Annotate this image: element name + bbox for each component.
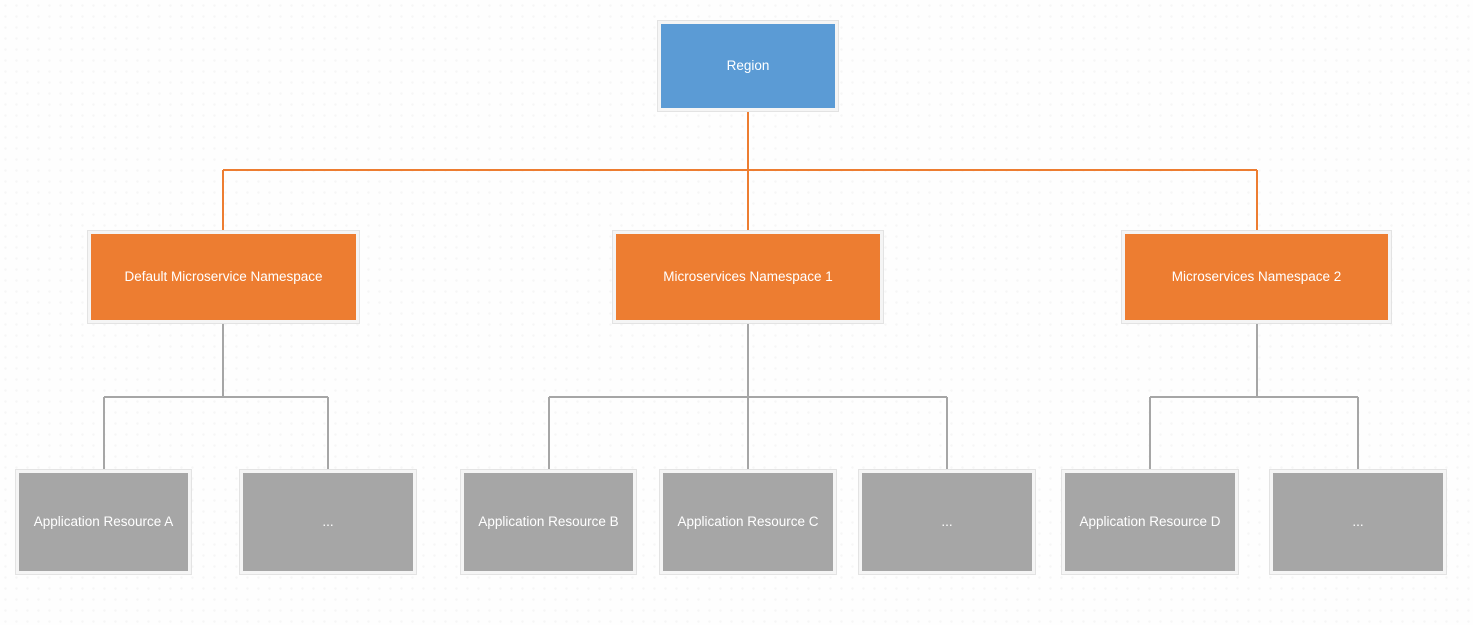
node-namespace-2: Microservices Namespace 2	[1122, 231, 1391, 323]
connector-region-to-namespaces	[222, 111, 1258, 231]
node-resource-c: Application Resource C	[660, 470, 836, 574]
node-namespace-default: Default Microservice Namespace	[88, 231, 359, 323]
node-region: Region	[658, 21, 838, 111]
node-resource-a: Application Resource A	[16, 470, 191, 574]
node-resource-b: Application Resource B	[461, 470, 636, 574]
node-resource-d: Application Resource D	[1062, 470, 1238, 574]
node-resource-ellipsis-2: ...	[859, 470, 1035, 574]
node-resource-ellipsis-3: ...	[1270, 470, 1446, 574]
connector-namespace-2-to-resources	[1149, 323, 1359, 470]
connector-namespace-1-to-resources	[548, 323, 948, 470]
connector-namespace-default-to-resources	[103, 323, 329, 470]
node-namespace-1: Microservices Namespace 1	[613, 231, 883, 323]
node-resource-ellipsis-1: ...	[240, 470, 416, 574]
